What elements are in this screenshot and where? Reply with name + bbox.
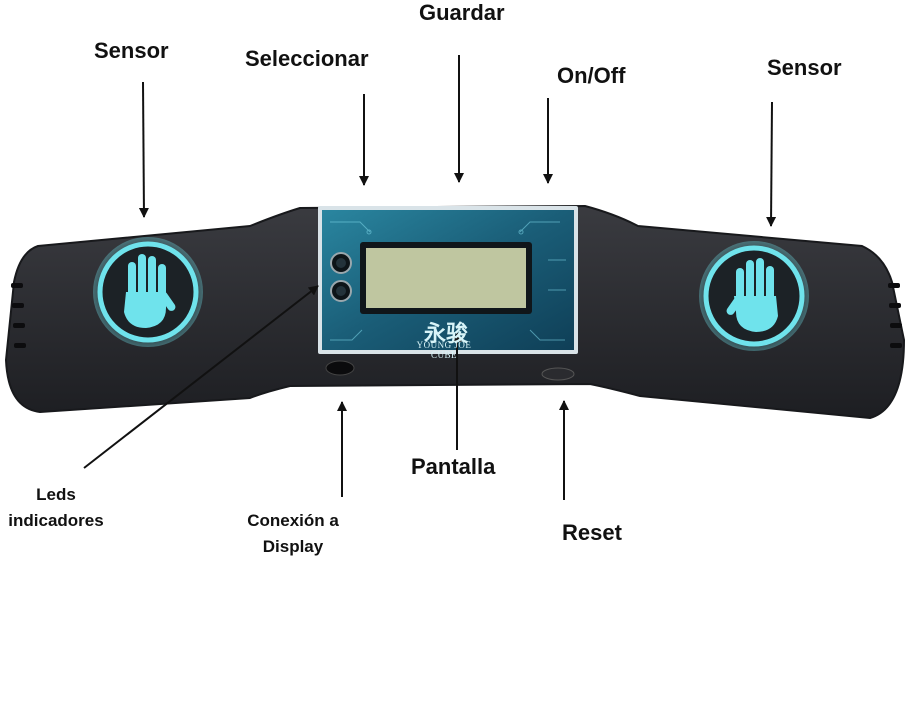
sensor-left [93,237,203,347]
control-panel [318,206,578,354]
label-leds-line2: indicadores [8,511,104,530]
label-reset: Reset [562,520,622,545]
label-leds-indicadores: Leds indicadores [0,482,112,534]
label-conexion-line2: Display [262,537,324,556]
label-sensor-left: Sensor [94,38,169,63]
display-port [325,360,355,376]
label-on-off: On/Off [557,63,626,88]
brand-logo-text: YOUNG JOE CUBE [416,340,472,360]
label-sensor-right: Sensor [767,55,842,80]
vent-left [11,283,26,348]
arrow-sensor-left [138,81,149,218]
label-leds-line1: Leds [36,485,76,504]
arrow-sensor-right [766,101,777,227]
label-conexion-display: Conexión a Display [220,508,366,560]
arrow-leds [83,285,319,469]
reset-hole [541,367,575,381]
brand-logo-glyph: 永骏 [423,321,468,347]
sensor-right [699,241,809,351]
hand-icon [726,258,778,332]
label-seleccionar: Seleccionar [245,46,369,71]
label-conexion-line1: Conexión a [247,511,339,530]
label-pantalla: Pantalla [411,454,496,479]
hand-icon [124,254,176,328]
label-guardar: Guardar [419,0,505,25]
vent-right [888,283,902,348]
